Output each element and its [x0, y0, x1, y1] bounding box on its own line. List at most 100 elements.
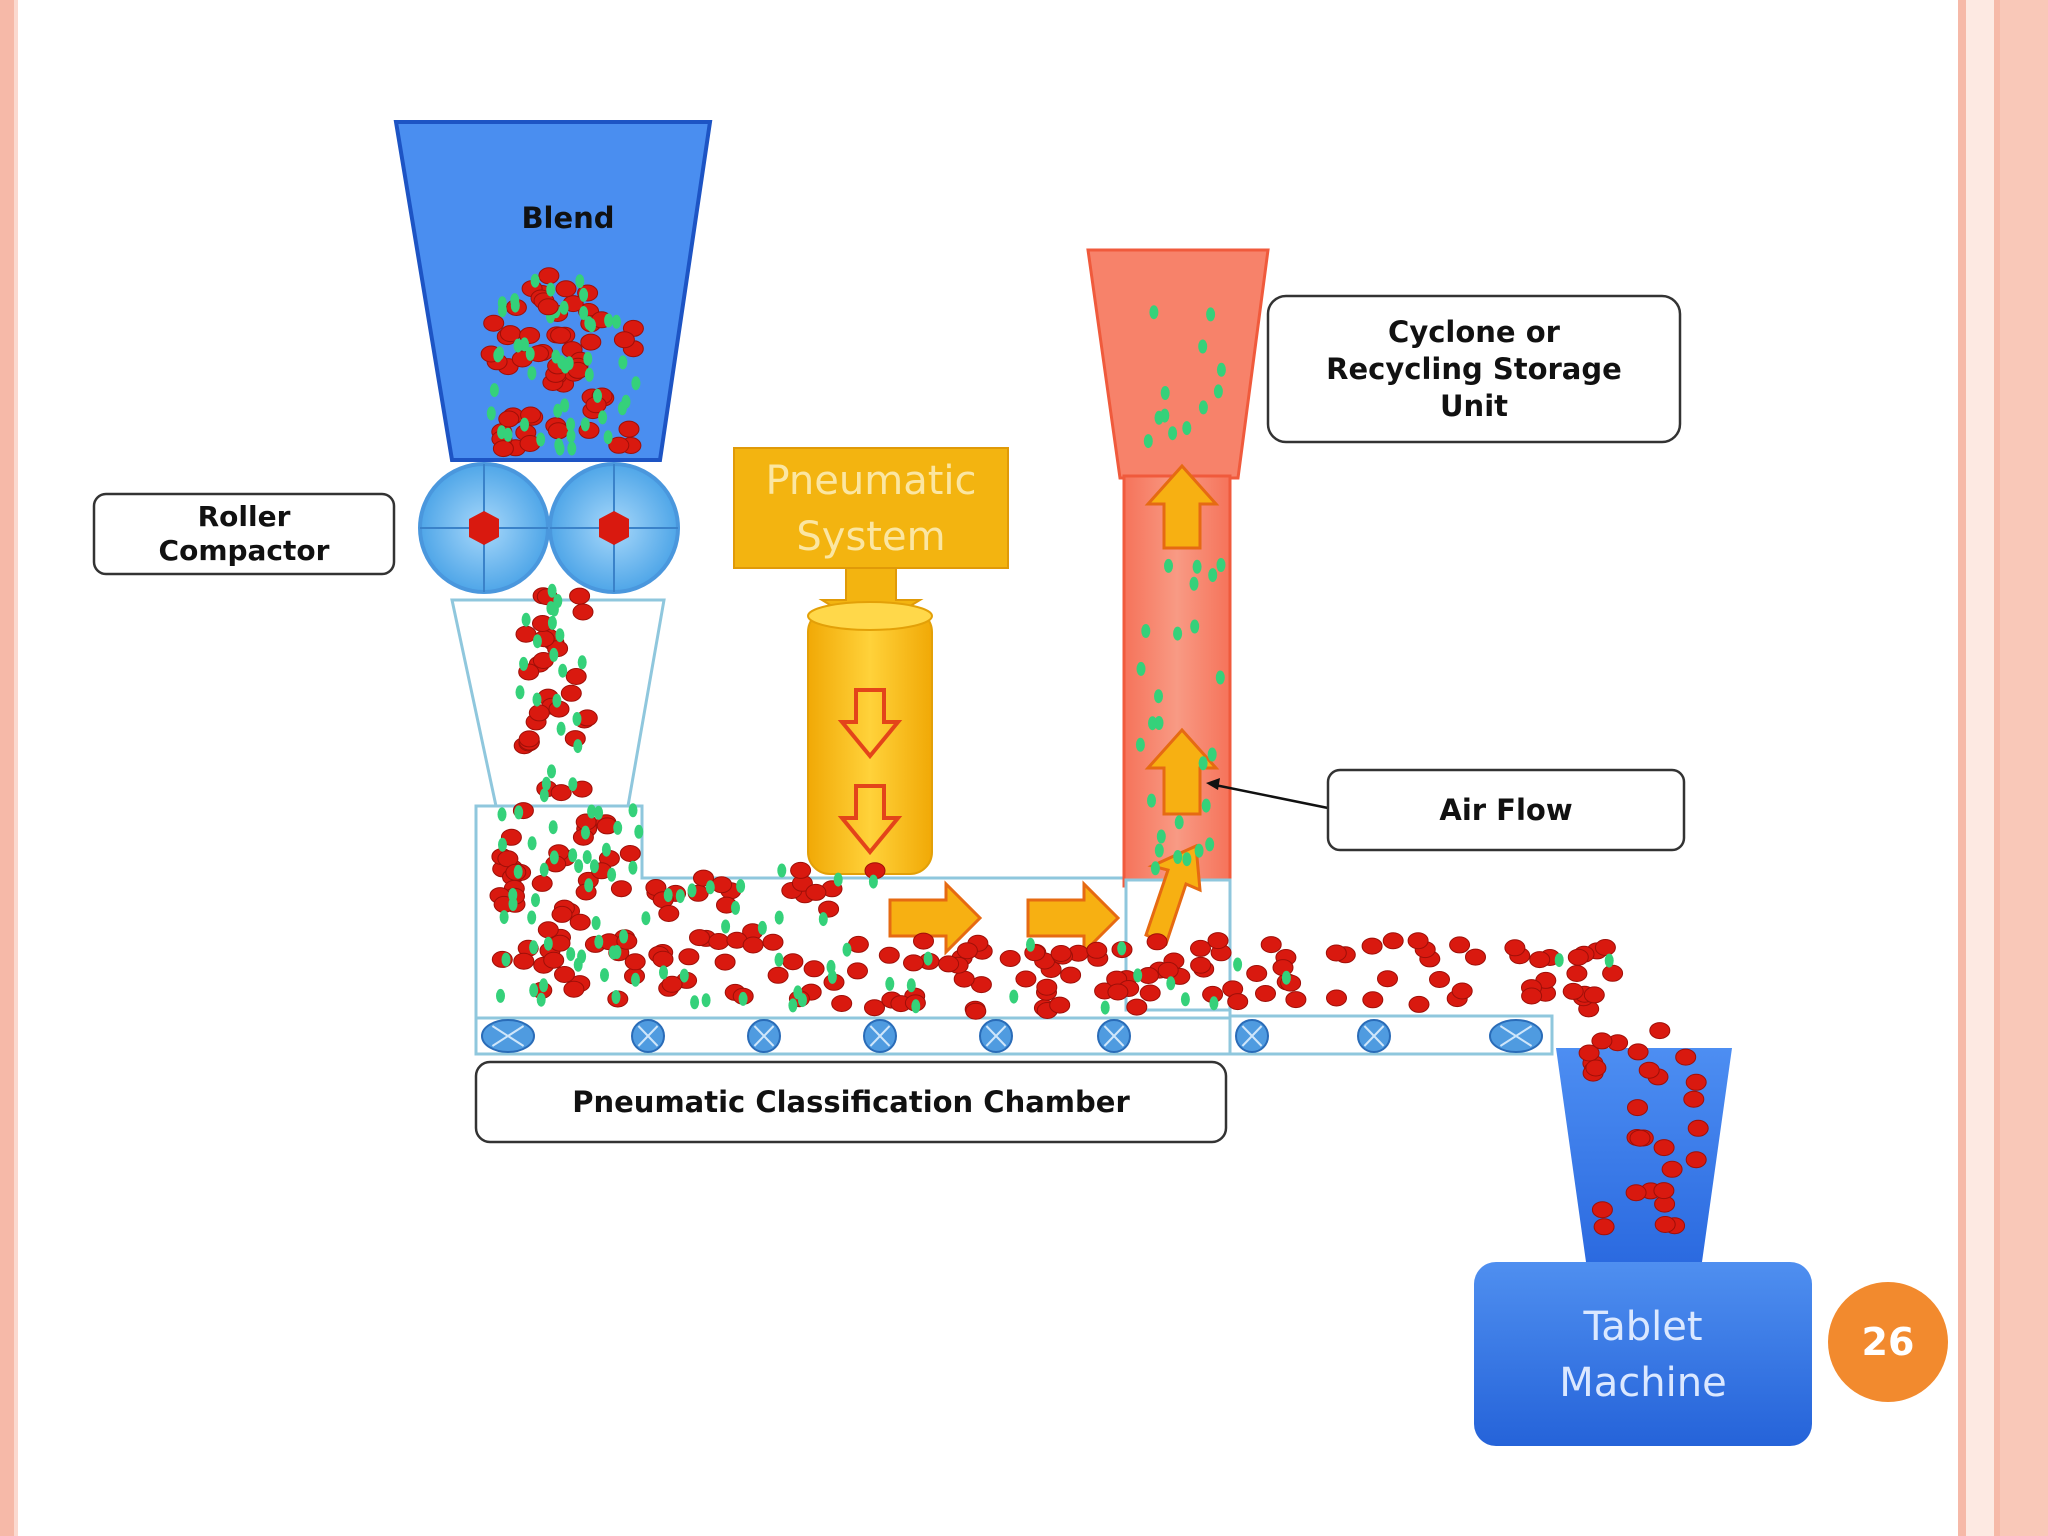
fine-particle [555, 628, 565, 643]
fine-particle [868, 874, 878, 889]
granule [913, 932, 934, 950]
granule [1362, 991, 1384, 1009]
fine-particle [607, 867, 617, 882]
fine-particle [547, 764, 556, 779]
fine-particle [566, 417, 576, 432]
fine-particle [594, 805, 604, 820]
fine-particle [1160, 386, 1170, 400]
conveyor-roller [979, 1019, 1013, 1053]
granule [1529, 951, 1551, 969]
granule [1685, 1151, 1707, 1169]
granule [572, 603, 594, 621]
fine-particle [1154, 689, 1163, 704]
fine-particle [1156, 829, 1166, 844]
fine-particle [493, 348, 503, 363]
fine-particle [1233, 957, 1243, 972]
fine-particle [1216, 362, 1226, 377]
fine-particle [1198, 756, 1208, 771]
blend-label: Blend [521, 201, 614, 235]
granule [1060, 966, 1082, 984]
fine-particle [531, 893, 540, 908]
fine-particle [539, 788, 549, 803]
fine-particle [527, 366, 537, 381]
granule [1377, 970, 1398, 988]
granule [1567, 948, 1589, 966]
fine-particle [885, 976, 895, 991]
granule [619, 845, 641, 862]
fine-particle [701, 993, 711, 1008]
fine-particle [536, 992, 546, 1007]
fine-particle [591, 916, 601, 930]
granule [658, 905, 680, 922]
granule [1451, 982, 1473, 1000]
granule [1627, 1099, 1648, 1117]
granule [554, 966, 575, 983]
fine-particle [567, 441, 577, 456]
fine-particle [1206, 307, 1216, 322]
fine-particle [497, 303, 507, 318]
fine-particle [529, 983, 539, 998]
fine-particle [589, 859, 599, 874]
conveyor-roller [1489, 1019, 1543, 1053]
granule [1146, 933, 1168, 951]
fine-particle [631, 376, 641, 391]
fine-particle [818, 912, 828, 927]
page-number-badge: 26 [1828, 1282, 1948, 1402]
granule [1107, 983, 1129, 1001]
fine-particle [1205, 837, 1215, 852]
granule [1190, 956, 1212, 974]
granule [549, 934, 571, 952]
fine-particle [587, 318, 596, 333]
granule [965, 1002, 987, 1020]
fine-particle [532, 634, 542, 649]
fine-particle [579, 306, 589, 320]
granule [1602, 964, 1624, 982]
fine-particle [1147, 793, 1156, 808]
pneumatic-cylinder [807, 609, 933, 875]
roller-compactor-label-line1: Roller [198, 500, 291, 533]
fine-particle [612, 945, 622, 959]
granule [1675, 1048, 1697, 1066]
fine-particle [1143, 434, 1153, 449]
granule [555, 280, 577, 298]
granule [805, 883, 827, 901]
granule [624, 953, 646, 971]
fine-particle [1213, 384, 1223, 399]
fine-particle [558, 663, 568, 678]
fine-particle [774, 910, 784, 925]
fine-particle [619, 929, 629, 944]
fine-particle [687, 883, 697, 898]
tablet-machine-label-line1: Tablet [1582, 1304, 1702, 1350]
fine-particle [612, 314, 621, 329]
left-border-stripe [0, 0, 14, 1536]
fine-particle [1604, 953, 1614, 968]
fine-particle [587, 804, 597, 819]
pneumatic-system: Pneumatic System [733, 447, 1009, 875]
fine-particle [628, 803, 638, 818]
granule [1591, 1201, 1613, 1219]
granule [1126, 998, 1148, 1016]
granule [492, 440, 514, 458]
granule [678, 948, 700, 966]
air-flow-box [1326, 768, 1686, 852]
fine-particle [1182, 852, 1192, 867]
fine-particle [1209, 996, 1219, 1011]
fine-particle [541, 776, 551, 791]
fine-particle [798, 993, 807, 1008]
fine-particle [774, 952, 784, 967]
fine-particle [551, 349, 561, 364]
fine-particle [594, 934, 604, 949]
fine-particle [617, 401, 627, 416]
granule [1593, 1218, 1615, 1236]
granule [742, 936, 764, 954]
conveyor-roller [1097, 1019, 1131, 1053]
granule [711, 876, 733, 894]
granule [1566, 965, 1588, 982]
granule [1326, 989, 1347, 1007]
conveyor-roller [481, 1019, 535, 1053]
fine-particle [1141, 624, 1151, 638]
fine-particle [1216, 558, 1226, 572]
fine-particle [519, 656, 529, 671]
fine-particle [1173, 850, 1183, 864]
fine-particle [556, 721, 566, 736]
